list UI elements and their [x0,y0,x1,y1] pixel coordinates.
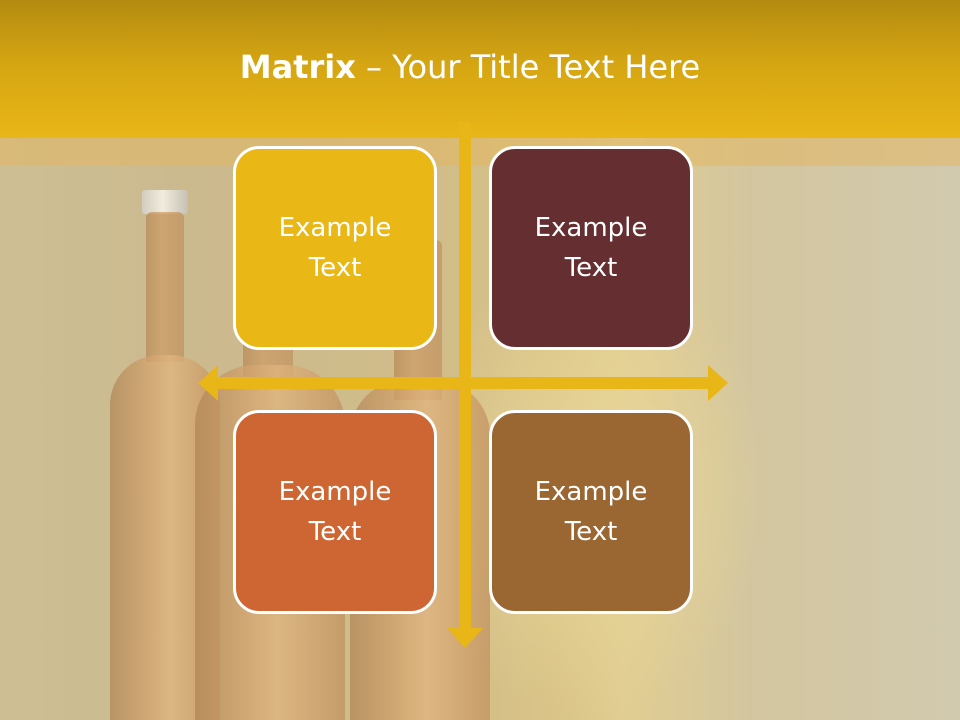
slide-title[interactable]: Matrix – Your Title Text Here [0,48,940,86]
matrix-cell-bottom-right[interactable]: Example Text [489,410,693,614]
matrix-cell-text: Example Text [278,477,392,547]
arrow-down-icon [447,628,483,648]
title-band [0,0,960,138]
title-strip [0,138,960,166]
slide-title-rest: – Your Title Text Here [355,48,701,86]
matrix-cell-text: Example Text [534,477,648,547]
arrow-right-icon [708,365,728,401]
slide-title-bold: Matrix [239,48,356,86]
arrow-left-icon [198,365,218,401]
vertical-axis [459,122,471,630]
matrix-cell-top-left[interactable]: Example Text [233,146,437,350]
horizontal-axis [216,377,710,389]
matrix-cell-top-right[interactable]: Example Text [489,146,693,350]
matrix-cell-text: Example Text [534,213,648,283]
matrix-cell-text: Example Text [278,213,392,283]
matrix-cell-bottom-left[interactable]: Example Text [233,410,437,614]
